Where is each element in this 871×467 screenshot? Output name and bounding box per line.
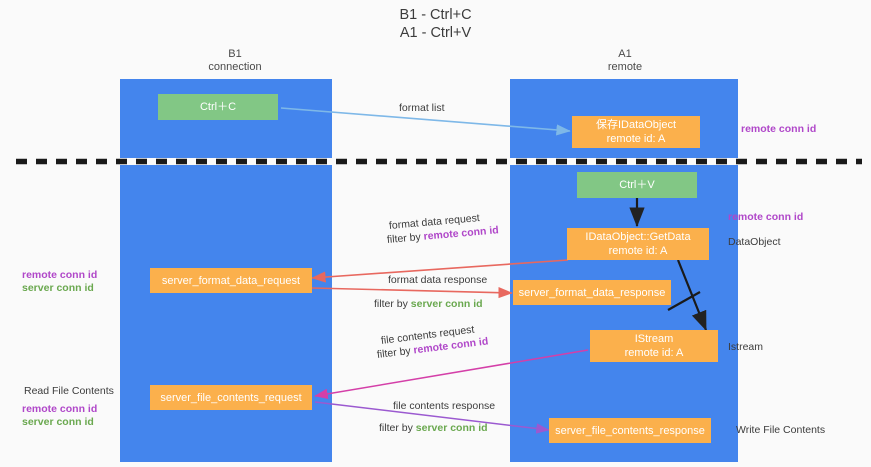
- edge-label-file-contents-response: file contents response: [393, 400, 496, 412]
- lane-b1-bottom: [120, 165, 332, 462]
- save-idataobject-node[interactable]: 保存IDataObject remote id: A: [572, 116, 700, 148]
- annotation-read-file-contents: Read File Contents: [24, 385, 114, 398]
- server-format-data-request-node[interactable]: server_format_data_request: [150, 268, 312, 293]
- annotation-server-conn-id: server conn id: [22, 416, 94, 428]
- filter-key-server-conn-id: server conn id: [410, 298, 483, 310]
- server-format-data-response-node[interactable]: server_format_data_response: [513, 280, 671, 305]
- edge-label-file-contents-response-filter: filter by server conn id: [379, 421, 488, 435]
- annotation-text: Write File Contents: [736, 424, 826, 436]
- column-header-a1: A1 remote: [607, 48, 643, 73]
- annotation-text: remote conn id: [741, 123, 817, 135]
- page-title: B1 - Ctrl+C A1 - Ctrl+V: [399, 7, 472, 41]
- istream-node[interactable]: IStream remote id: A: [590, 330, 718, 362]
- filter-prefix: filter by: [376, 344, 415, 361]
- annotation-istream: Istream: [728, 341, 763, 354]
- annotation-remote-conn-id: remote conn id: [22, 403, 98, 415]
- server-file-contents-request-node[interactable]: server_file_contents_request: [150, 385, 312, 410]
- filter-prefix: filter by: [386, 230, 425, 246]
- idataobject-getdata-node[interactable]: IDataObject::GetData remote id: A: [567, 228, 709, 260]
- ctrl-v-node[interactable]: Ctrl＋V: [577, 172, 697, 198]
- annotation-text: Istream: [728, 341, 764, 353]
- annotation-conn-ids-mid: remote conn id server conn id: [22, 269, 97, 295]
- filter-key-server-conn-id: server conn id: [415, 422, 488, 434]
- annotation-conn-ids-bottom: remote conn id server conn id: [22, 403, 97, 429]
- annotation-remote-conn-id-mid: remote conn id: [728, 211, 803, 224]
- annotation-dataobject: DataObject: [728, 236, 781, 249]
- edge-label-format-data-response-filter: filter by server conn id: [374, 297, 483, 311]
- annotation-write-file-contents: Write File Contents: [736, 424, 825, 437]
- annotation-text: Read File Contents: [24, 385, 114, 397]
- filter-prefix: filter by: [374, 298, 411, 310]
- annotation-remote-conn-id: remote conn id: [22, 269, 98, 281]
- annotation-remote-conn-id-top: remote conn id: [741, 123, 816, 136]
- column-header-b1: B1 connection: [208, 48, 262, 73]
- server-file-contents-response-node[interactable]: server_file_contents_response: [549, 418, 711, 443]
- annotation-server-conn-id: server conn id: [22, 282, 94, 294]
- filter-prefix: filter by: [379, 422, 416, 434]
- ctrl-c-node[interactable]: Ctrl＋C: [158, 94, 278, 120]
- annotation-text: DataObject: [728, 236, 781, 248]
- annotation-text: remote conn id: [728, 211, 804, 223]
- edge-label-format-list: format list: [399, 102, 445, 114]
- edge-format-data-response: [311, 287, 513, 299]
- edge-label-format-data-response: format data response: [388, 274, 488, 286]
